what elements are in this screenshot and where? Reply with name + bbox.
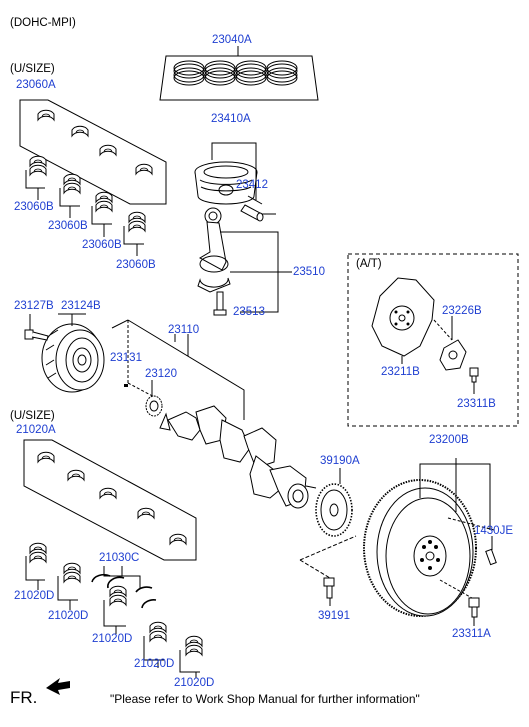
usize-bottom-label: (U/SIZE): [10, 410, 55, 422]
front-arrow-icon: [46, 678, 70, 695]
front-direction-label: FR.: [10, 688, 38, 707]
part-23226b[interactable]: 23226B: [442, 305, 482, 317]
piston: [194, 142, 263, 205]
part-23510[interactable]: 23510: [293, 266, 325, 278]
part-23124b[interactable]: 23124B: [61, 300, 101, 312]
flywheel: [363, 458, 497, 626]
part-23060b-2[interactable]: 23060B: [48, 220, 88, 232]
workshop-note: "Please refer to Work Shop Manual for fu…: [110, 692, 420, 706]
usize-top-label: (U/SIZE): [10, 63, 55, 75]
thrust-washers: [91, 566, 157, 609]
at-label: (A/T): [356, 258, 382, 270]
crankshaft: [111, 319, 317, 509]
part-21020a[interactable]: 21020A: [16, 424, 56, 436]
part-39191[interactable]: 39191: [318, 610, 350, 622]
connecting-rod: [197, 207, 292, 313]
pulley-bolt: [24, 314, 49, 341]
engine-type: (DOHC-MPI): [10, 17, 76, 29]
part-23120[interactable]: 23120: [145, 368, 177, 380]
part-1430je[interactable]: 1430JE: [474, 525, 514, 537]
part-23060a[interactable]: 23060A: [16, 79, 56, 91]
part-23211b[interactable]: 23211B: [381, 366, 420, 378]
crank-sprocket: [124, 380, 163, 417]
part-21030c[interactable]: 21030C: [99, 552, 140, 564]
part-23513[interactable]: 23513: [233, 306, 265, 318]
part-21020d-5[interactable]: 21020D: [174, 677, 215, 689]
part-23060b-1[interactable]: 23060B: [14, 201, 54, 213]
rod-bolt: [213, 291, 227, 316]
part-23131[interactable]: 23131: [110, 352, 142, 364]
part-23311b[interactable]: 23311B: [457, 398, 496, 410]
piston-ring-set: [159, 46, 319, 101]
part-23040a[interactable]: 23040A: [212, 34, 252, 46]
at-drive-plate-box: [347, 253, 519, 427]
part-23311a[interactable]: 23311A: [452, 628, 491, 640]
upper-bearing-set: [19, 99, 167, 256]
part-21020d-3[interactable]: 21020D: [92, 633, 133, 645]
sensor-plate: [299, 468, 357, 579]
part-23412[interactable]: 23412: [236, 179, 268, 191]
part-23060b-4[interactable]: 23060B: [116, 259, 156, 271]
part-23060b-3[interactable]: 23060B: [82, 239, 122, 251]
part-39190a[interactable]: 39190A: [320, 455, 360, 467]
part-23410a[interactable]: 23410A: [211, 113, 251, 125]
lower-bearing-set: [23, 439, 203, 678]
part-21020d-1[interactable]: 21020D: [14, 590, 55, 602]
part-21020d-2[interactable]: 21020D: [48, 610, 89, 622]
part-23200b[interactable]: 23200B: [429, 434, 469, 446]
crank-pulley: [41, 313, 105, 393]
plate-bolt: [323, 577, 335, 606]
part-21020d-4[interactable]: 21020D: [134, 658, 175, 670]
piston-pin: [240, 204, 276, 222]
part-23110[interactable]: 23110: [168, 324, 200, 336]
part-23127b[interactable]: 23127B: [14, 300, 54, 312]
